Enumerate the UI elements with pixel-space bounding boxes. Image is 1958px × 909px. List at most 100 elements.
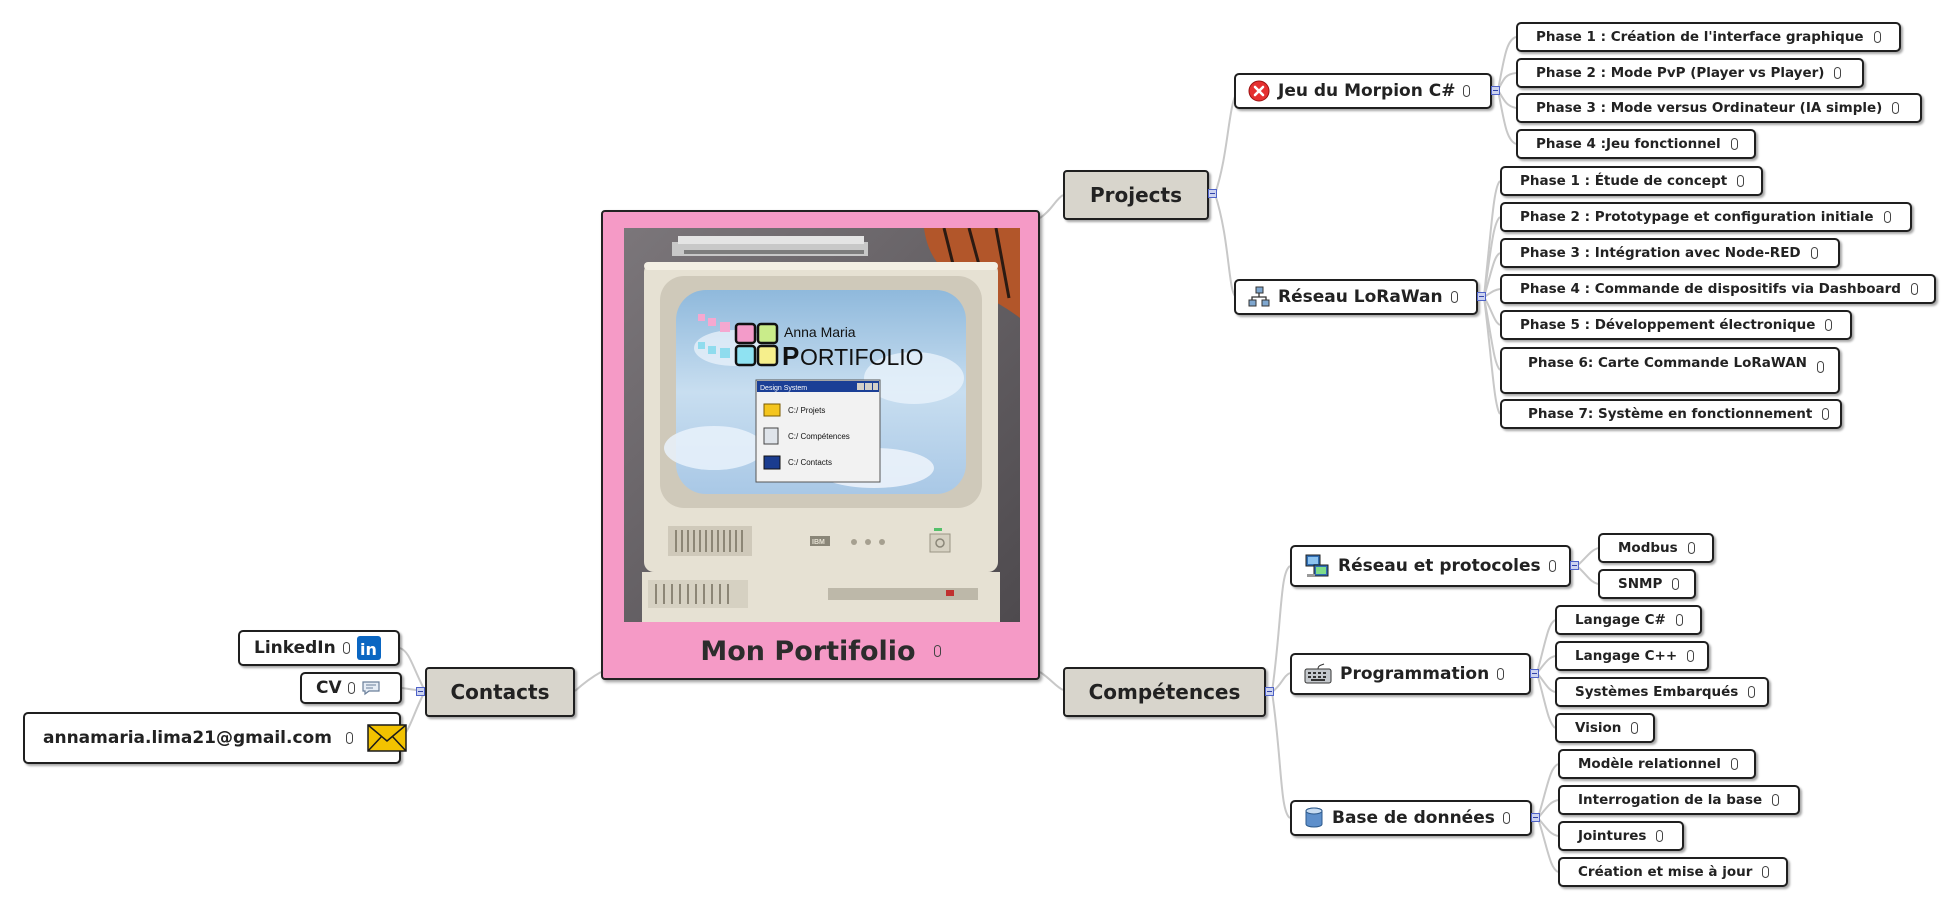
lorawan-phase-2[interactable]: Phase 2 : Prototypage et configuration i… [1500, 202, 1912, 232]
branch-contacts[interactable]: Contacts [425, 667, 575, 717]
reseau-item-snmp[interactable]: SNMP [1598, 569, 1696, 599]
lorawan-phase-7[interactable]: Phase 7: Système en fonctionnement [1500, 399, 1842, 429]
node-label: Systèmes Embarqués [1575, 684, 1739, 700]
subtopic-lorawan-label: Réseau LoRaWan [1278, 287, 1443, 307]
attachment-icon[interactable] [1675, 614, 1683, 626]
morpion-phase-2[interactable]: Phase 2 : Mode PvP (Player vs Player) [1516, 58, 1864, 88]
screen-item-projets: C:/ Projets [788, 406, 825, 415]
linkedin-icon[interactable]: in [356, 636, 381, 660]
contact-email[interactable]: annamaria.lima21@gmail.com [23, 712, 407, 764]
collapse-toggle-competences[interactable] [1265, 687, 1274, 696]
node-label: Phase 4 :Jeu fonctionnel [1536, 136, 1721, 152]
programmation-item-embarques[interactable]: Systèmes Embarqués [1555, 677, 1769, 707]
morpion-phase-3[interactable]: Phase 3 : Mode versus Ordinateur (IA sim… [1516, 93, 1922, 123]
central-node[interactable]: Anna Maria P ORTIFOLIO Design System C:/… [601, 210, 1040, 680]
attachment-icon[interactable] [1825, 319, 1833, 331]
attachment-icon[interactable] [1730, 138, 1738, 150]
node-label: Modbus [1618, 540, 1678, 556]
lorawan-phase-3[interactable]: Phase 3 : Intégration avec Node-RED [1500, 238, 1840, 268]
subtopic-base-de-donnees[interactable]: Base de données [1290, 800, 1532, 836]
attachment-icon[interactable] [1497, 668, 1505, 680]
screen-item-competences: C:/ Compétences [788, 432, 850, 441]
subtopic-reseau-protocoles[interactable]: Réseau et protocoles [1290, 545, 1571, 587]
attachment-icon[interactable] [1772, 794, 1780, 806]
collapse-toggle-projects[interactable] [1208, 189, 1217, 198]
bdd-item-jointures[interactable]: Jointures [1558, 821, 1684, 851]
contact-cv[interactable]: CV [300, 672, 402, 704]
attachment-icon[interactable] [1737, 175, 1745, 187]
subtopic-lorawan[interactable]: Réseau LoRaWan [1234, 279, 1478, 315]
attachment-icon[interactable] [1672, 578, 1680, 590]
morpion-phase-1[interactable]: Phase 1 : Création de l'interface graphi… [1516, 22, 1901, 52]
node-label: SNMP [1618, 576, 1663, 592]
subtopic-programmation[interactable]: Programmation [1290, 653, 1531, 695]
collapse-toggle-lorawan[interactable] [1477, 292, 1486, 301]
network-icon [1248, 286, 1270, 308]
collapse-toggle-morpion[interactable] [1491, 86, 1500, 95]
node-label: Phase 1 : Création de l'interface graphi… [1536, 29, 1864, 45]
subtopic-reseau-label: Réseau et protocoles [1338, 556, 1541, 576]
attachment-icon[interactable] [1450, 291, 1458, 303]
attachment-icon[interactable] [1548, 560, 1556, 572]
node-label: Interrogation de la base [1578, 792, 1763, 808]
attachment-icon[interactable] [347, 682, 355, 694]
programmation-item-csharp[interactable]: Langage C# [1555, 605, 1702, 635]
node-label: Jointures [1578, 828, 1647, 844]
attachment-icon[interactable] [342, 642, 350, 654]
node-label: Phase 1 : Étude de concept [1520, 173, 1728, 189]
attachment-icon[interactable] [1631, 722, 1639, 734]
lorawan-phase-6[interactable]: Phase 6: Carte Commande LoRaWAN [1500, 347, 1840, 394]
subtopic-bdd-label: Base de données [1332, 808, 1495, 828]
screen-case-label: IBM [812, 539, 825, 546]
reseau-item-modbus[interactable]: Modbus [1598, 533, 1714, 563]
screen-brand-initial: P [782, 341, 799, 371]
collapse-toggle-bdd[interactable] [1531, 813, 1540, 822]
subtopic-morpion-label: Jeu du Morpion C# [1278, 81, 1456, 101]
attachment-icon[interactable] [1730, 758, 1738, 770]
node-label: Phase 7: Système en fonctionnement [1528, 406, 1813, 422]
collapse-toggle-contacts[interactable] [416, 687, 425, 696]
error-icon [1248, 80, 1270, 102]
collapse-toggle-programmation[interactable] [1530, 669, 1539, 678]
attachment-icon[interactable] [1816, 361, 1824, 373]
attachment-icon[interactable] [1687, 650, 1695, 662]
node-label: Phase 5 : Développement électronique [1520, 317, 1816, 333]
node-label: Phase 3 : Mode versus Ordinateur (IA sim… [1536, 100, 1883, 116]
mail-icon[interactable] [367, 723, 407, 753]
attachment-icon[interactable] [1762, 866, 1770, 878]
bdd-item-creation[interactable]: Création et mise à jour [1558, 857, 1788, 887]
screen-brand-word: ORTIFOLIO [800, 344, 924, 370]
programmation-item-cpp[interactable]: Langage C++ [1555, 641, 1709, 671]
attachment-icon[interactable] [1892, 102, 1900, 114]
lorawan-phase-1[interactable]: Phase 1 : Étude de concept [1500, 166, 1763, 196]
attachment-icon[interactable] [1687, 542, 1695, 554]
branch-projects[interactable]: Projects [1063, 170, 1209, 220]
collapse-toggle-reseau[interactable] [1570, 561, 1579, 570]
programmation-item-vision[interactable]: Vision [1555, 713, 1655, 743]
node-label: Langage C# [1575, 612, 1666, 628]
subtopic-programmation-label: Programmation [1340, 664, 1490, 684]
attachment-icon[interactable] [1463, 85, 1471, 97]
attachment-icon[interactable] [1810, 247, 1818, 259]
branch-competences-label: Compétences [1088, 680, 1241, 704]
node-label: Phase 6: Carte Commande LoRaWAN [1528, 355, 1807, 371]
attachment-icon[interactable] [1834, 67, 1842, 79]
attachment-icon[interactable] [1822, 408, 1830, 420]
morpion-phase-4[interactable]: Phase 4 :Jeu fonctionnel [1516, 129, 1756, 159]
attachment-icon[interactable] [1748, 686, 1756, 698]
lorawan-phase-5[interactable]: Phase 5 : Développement électronique [1500, 310, 1852, 340]
contact-linkedin[interactable]: LinkedIn in [238, 630, 400, 666]
attachment-icon[interactable] [933, 645, 941, 657]
branch-competences[interactable]: Compétences [1063, 667, 1266, 717]
bdd-item-modele[interactable]: Modèle relationnel [1558, 749, 1756, 779]
attachment-icon[interactable] [1656, 830, 1664, 842]
portfolio-image: Anna Maria P ORTIFOLIO Design System C:/… [624, 228, 1020, 622]
attachment-icon[interactable] [1883, 211, 1891, 223]
attachment-icon[interactable] [345, 732, 353, 744]
lorawan-phase-4[interactable]: Phase 4 : Commande de dispositifs via Da… [1500, 274, 1936, 304]
attachment-icon[interactable] [1502, 812, 1510, 824]
attachment-icon[interactable] [1873, 31, 1881, 43]
bdd-item-interrogation[interactable]: Interrogation de la base [1558, 785, 1800, 815]
subtopic-morpion[interactable]: Jeu du Morpion C# [1234, 73, 1492, 109]
attachment-icon[interactable] [1910, 283, 1918, 295]
